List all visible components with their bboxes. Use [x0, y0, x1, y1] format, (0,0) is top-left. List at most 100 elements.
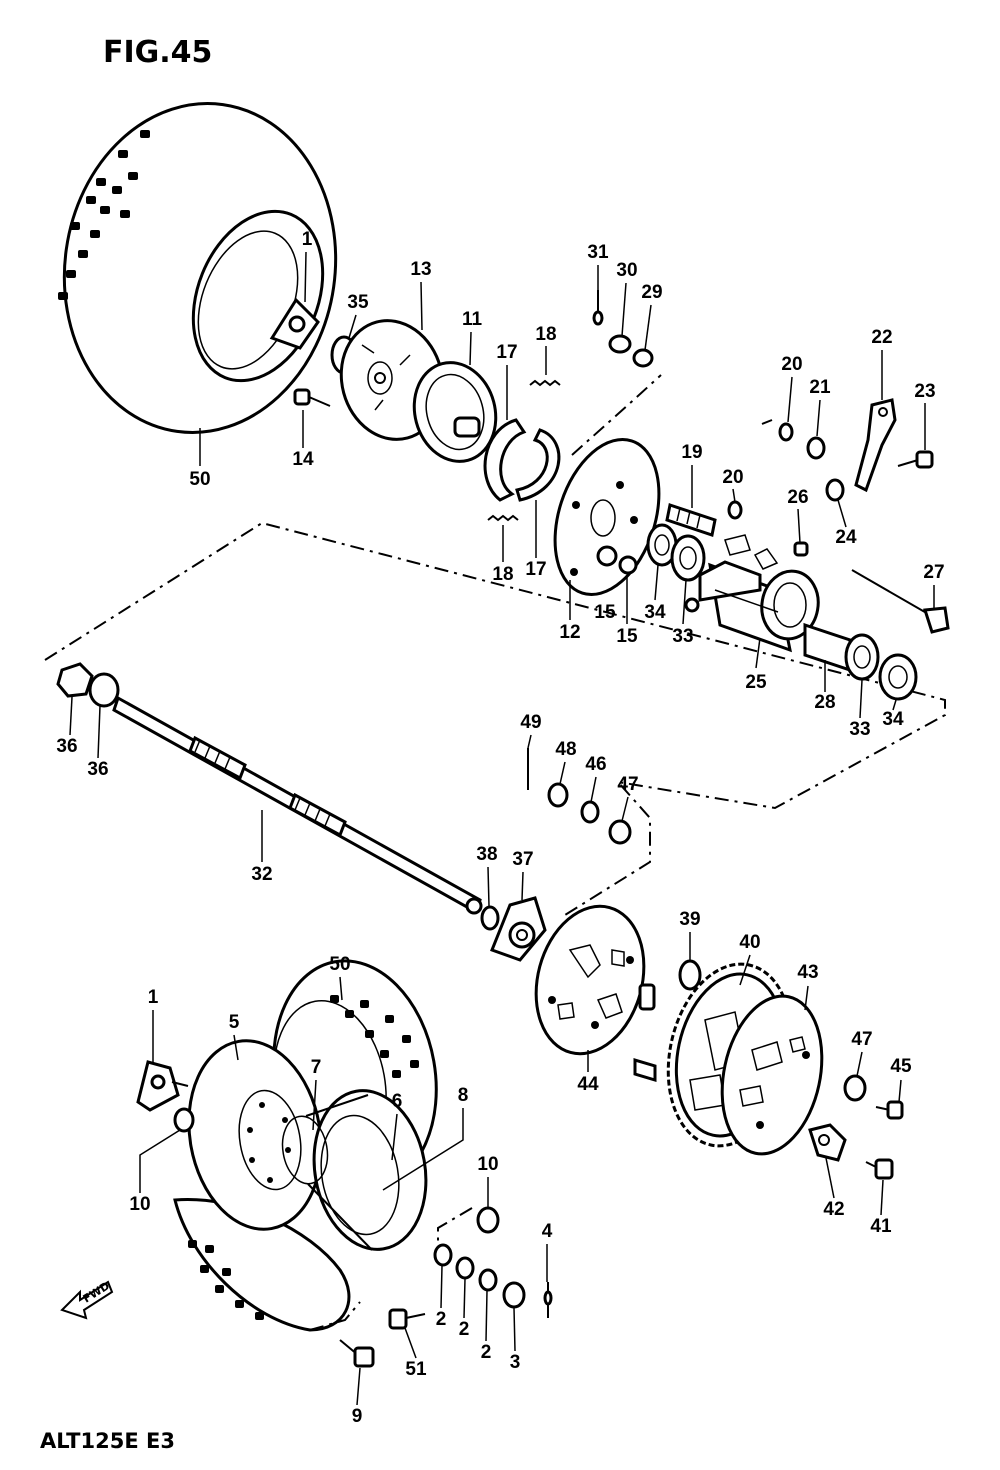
alignment-lines [44, 374, 946, 916]
callout-c39: 39 [679, 909, 700, 930]
axle-housing-25 [698, 534, 820, 653]
valve-stem-4 [543, 1282, 553, 1318]
bolt-27 [851, 569, 950, 634]
callout-c47a: 47 [617, 774, 638, 795]
washer-46 [580, 800, 600, 824]
bearing-33a [670, 534, 706, 582]
callout-c40: 40 [739, 932, 760, 953]
callout-c1b: 1 [148, 987, 159, 1008]
washer-2b [455, 1256, 475, 1280]
brake-drum-11 [412, 361, 498, 463]
callout-c5: 5 [229, 1012, 240, 1033]
callout-c42: 42 [823, 1199, 844, 1220]
callout-c19: 19 [681, 442, 702, 463]
callout-c15a: 15 [594, 602, 616, 623]
rim-half-6 [281, 1089, 428, 1251]
brake-shoes-17 [483, 418, 561, 502]
spacer-28 [803, 622, 852, 673]
callout-c18b: 18 [492, 564, 513, 585]
callout-c14: 14 [292, 449, 314, 470]
spacer-39 [678, 959, 702, 991]
washer-47b [843, 1074, 867, 1102]
washer-2a [433, 1243, 453, 1267]
washer-29 [632, 348, 654, 368]
nut-3 [502, 1281, 526, 1309]
bolt-41 [865, 1158, 894, 1180]
callout-c2c: 2 [481, 1342, 492, 1363]
valve-lower [136, 1060, 189, 1112]
callout-c11: 11 [462, 309, 483, 330]
washer-2c [478, 1268, 498, 1292]
callout-c48: 48 [555, 739, 576, 760]
damper-block-b [633, 1057, 657, 1083]
seal-34b [878, 653, 918, 701]
figure-title: FIG.45 [103, 35, 212, 70]
nut-42 [808, 1123, 847, 1162]
washer-15a [596, 545, 618, 567]
bolt-45 [875, 1100, 904, 1120]
washer-15b [618, 555, 638, 575]
callout-c49: 49 [520, 712, 541, 733]
callout-c22: 22 [871, 327, 892, 348]
callout-c10b: 10 [129, 1194, 150, 1215]
callout-c2a: 2 [436, 1309, 447, 1330]
callout-c23: 23 [914, 381, 935, 402]
bearing-33b [844, 633, 880, 681]
nut-30 [608, 334, 632, 354]
valve-upper [269, 297, 320, 350]
callout-c2b: 2 [459, 1319, 470, 1340]
callout-c43: 43 [797, 962, 818, 983]
circlip-20b [727, 500, 743, 520]
washer-47a [608, 819, 632, 845]
model-code: ALT125E E3 [40, 1429, 175, 1453]
tread-pattern [58, 130, 150, 300]
callout-c26: 26 [787, 487, 808, 508]
callout-c50a: 50 [189, 469, 210, 490]
callout-c20a: 20 [781, 354, 802, 375]
callout-c35: 35 [347, 292, 369, 313]
callout-c41: 41 [870, 1216, 892, 1237]
callout-c30: 30 [616, 260, 637, 281]
nut-36b [88, 672, 120, 708]
fwd-arrow-icon: FWD [60, 1279, 114, 1320]
circlip-20a [778, 422, 794, 442]
rim-half-5 [187, 1039, 323, 1231]
callout-c17b: 17 [525, 559, 546, 580]
cap-10a [173, 1107, 195, 1133]
spring-18b [487, 514, 519, 522]
callout-c46: 46 [585, 754, 606, 775]
damper-block [638, 983, 656, 1011]
rear-tire-upper [58, 102, 338, 434]
washer-33-small [684, 597, 700, 613]
bolt-23 [897, 450, 934, 469]
oring-38 [480, 905, 500, 931]
callout-c28: 28 [814, 692, 835, 713]
bolt-26 [793, 541, 809, 557]
callout-c37: 37 [512, 849, 533, 870]
bolt-31 [592, 290, 604, 326]
alignment-lines-lower [437, 1207, 473, 1242]
callout-c8: 8 [458, 1085, 469, 1106]
callout-c47b: 47 [851, 1029, 872, 1050]
callout-c33b: 33 [849, 719, 870, 740]
callout-c7: 7 [311, 1057, 322, 1078]
callout-c1a: 1 [302, 229, 313, 250]
callout-c34b: 34 [882, 709, 904, 730]
callout-c38: 38 [476, 844, 497, 865]
callout-c9: 9 [352, 1406, 363, 1427]
washer-21 [806, 436, 826, 460]
callout-c12: 12 [559, 622, 580, 643]
nut-48 [547, 782, 569, 808]
callout-c4: 4 [542, 1221, 553, 1242]
callout-c45: 45 [890, 1056, 912, 1077]
bolt-51 [388, 1308, 426, 1330]
callout-c3: 3 [510, 1352, 521, 1373]
callout-c18a: 18 [535, 324, 556, 345]
nut-24 [825, 478, 845, 502]
callout-c33a: 33 [672, 626, 693, 647]
callout-c6: 6 [392, 1091, 403, 1112]
nut-36a [56, 662, 94, 698]
callout-c31: 31 [587, 242, 609, 263]
